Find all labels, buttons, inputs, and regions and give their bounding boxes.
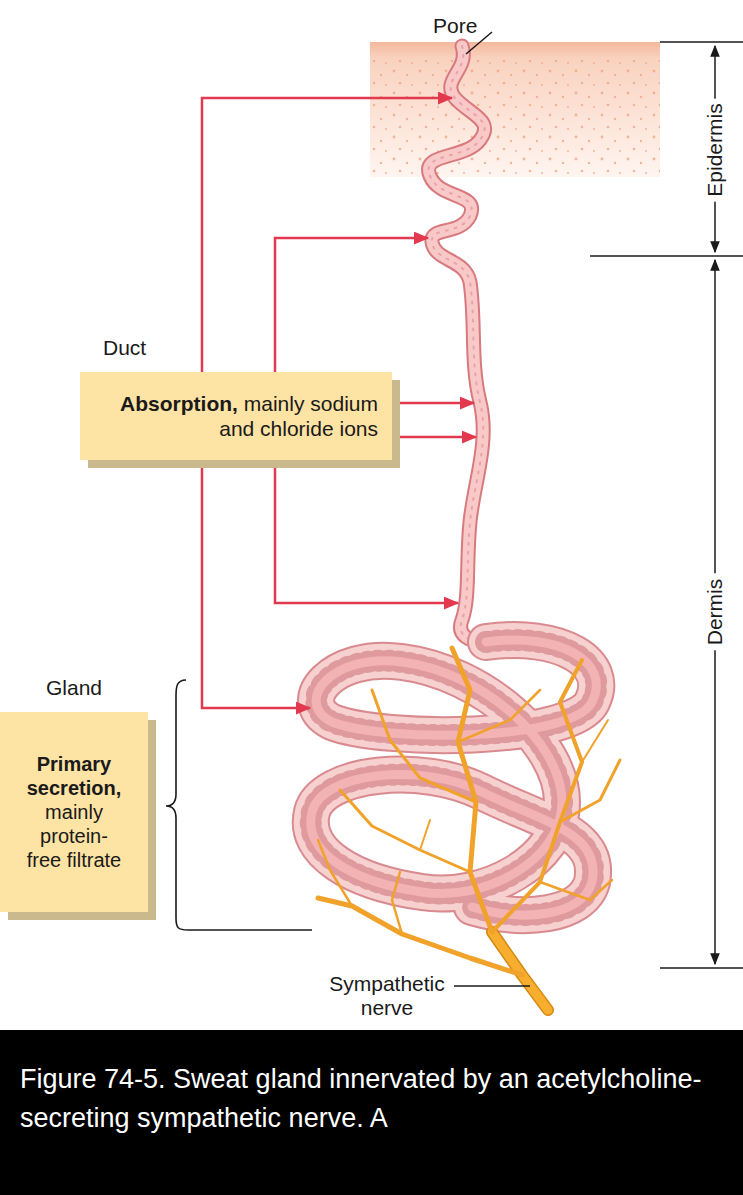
box-body: Primary secretion,mainly protein-free fi… <box>0 712 148 912</box>
absorption-arrow <box>275 238 428 372</box>
nerve-branch <box>560 760 620 822</box>
text-box: DuctAbsorption,mainly sodium and chlorid… <box>80 372 392 460</box>
nerve-branch <box>372 690 476 802</box>
figure-caption: Figure 74-5. Sweat gland innervated by a… <box>20 1060 732 1138</box>
dimension-tick <box>660 967 743 969</box>
nerve-branch <box>458 690 540 742</box>
nerve-branch <box>540 880 612 900</box>
nerve-branches <box>318 648 620 975</box>
box-title: Absorption, <box>120 392 238 415</box>
box-heading: Duct <box>103 336 146 360</box>
nerve-branch <box>420 820 430 850</box>
box-text: mainly protein-free filtrate <box>27 801 121 871</box>
absorption-arrow <box>388 436 476 439</box>
nerve-trunk <box>492 932 548 1010</box>
coil-lumen <box>311 640 597 915</box>
box-heading: Gland <box>0 676 148 700</box>
coil-cells <box>311 640 597 915</box>
sympathetic-nerve <box>318 648 620 1010</box>
layer-label: Dermis <box>703 574 727 651</box>
duct-wall <box>429 46 486 642</box>
coil-fill <box>311 640 597 915</box>
text-box: GlandPrimary secretion,mainly protein-fr… <box>0 712 148 912</box>
epidermis-layer <box>370 42 660 177</box>
box-body: Absorption,mainly sodium and chloride io… <box>80 372 392 460</box>
part-label: Sympathetic nerve <box>322 972 452 1020</box>
gland-bracket <box>166 680 312 930</box>
nerve-leader <box>454 985 530 987</box>
part-label: Pore <box>433 14 477 38</box>
sweat-duct <box>429 46 486 642</box>
dimension-tick <box>590 255 743 257</box>
absorption-arrow <box>275 460 458 603</box>
nerve-branch <box>582 720 608 762</box>
box-title: Primary secretion, <box>24 752 124 800</box>
duct-fill <box>429 46 486 642</box>
absorption-arrow <box>202 460 310 708</box>
coil-wall <box>311 640 597 915</box>
layer-label: Epidermis <box>703 98 727 201</box>
nerve-branch <box>340 790 470 872</box>
box-text: mainly sodium and chloride ions <box>219 392 378 440</box>
dimension-tick <box>660 41 743 43</box>
box-text-group: Absorption,mainly sodium and chloride io… <box>116 391 378 441</box>
nerve-branch <box>318 898 522 975</box>
epidermis-texture <box>370 60 660 175</box>
nerve-branch <box>318 840 352 906</box>
absorption-arrow <box>388 402 474 405</box>
nerve-branch <box>392 872 402 934</box>
absorption-arrow <box>202 98 452 372</box>
gland-coil <box>311 640 597 915</box>
caption-band <box>0 1030 743 1195</box>
box-text-group: Primary secretion,mainly protein-free fi… <box>24 752 124 872</box>
nerve-branch <box>452 648 492 932</box>
nerve-trunk-edge <box>492 932 548 1010</box>
layer-dimensions <box>590 42 743 968</box>
duct-cells <box>429 46 486 642</box>
